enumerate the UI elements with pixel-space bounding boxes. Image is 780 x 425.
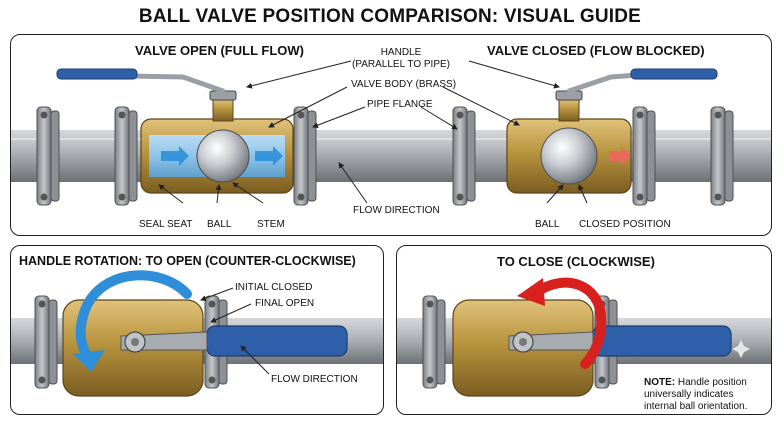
valve-body-text: VALVE BODY — [351, 79, 413, 90]
open-rotation-panel: HANDLE ROTATION: TO OPEN (COUNTER-CLOCKW… — [10, 245, 384, 415]
pipe-flange-icon — [452, 106, 734, 206]
closed-valve-icon — [506, 68, 718, 194]
valve-comparison-illustration — [11, 60, 771, 206]
valve-comparison-panel: VALVE OPEN (FULL FLOW) VALVE CLOSED (FLO… — [10, 34, 772, 236]
open-valve-icon — [56, 68, 294, 194]
initial-closed-label: INITIAL CLOSED — [235, 282, 313, 293]
ball-label: BALL — [207, 219, 232, 230]
final-open-label: FINAL OPEN — [255, 298, 315, 309]
valve-handle-icon — [592, 325, 732, 357]
flow-direction-label-2: FLOW DIRECTION — [271, 374, 358, 385]
note-body: Handle position universally indicates in… — [644, 377, 748, 412]
close-rotation-illustration — [397, 277, 771, 397]
open-rotation-header: HANDLE ROTATION: TO OPEN (COUNTER-CLOCKW… — [19, 254, 356, 268]
stem-label: STEM — [257, 219, 285, 230]
handle-sublabel: (PARALLEL TO PIPE) — [351, 59, 450, 70]
pipe-flange-icon — [36, 106, 317, 206]
valve-handle-icon — [206, 325, 348, 357]
counter-clockwise-arrow-icon — [75, 270, 192, 363]
open-rotation-illustration — [11, 270, 383, 397]
ball-label-closed: BALL — [535, 219, 560, 230]
page-title: BALL VALVE POSITION COMPARISON: VISUAL G… — [138, 6, 642, 27]
closed-position-label: CLOSED POSITION — [579, 219, 671, 230]
note-prefix: NOTE: — [644, 377, 676, 388]
note-text: NOTE: Handle position universally indica… — [644, 377, 769, 413]
seal-seat-label: SEAL SEAT — [139, 219, 193, 230]
pipe-flange-label: PIPE FLANGE — [367, 99, 433, 110]
clockwise-arrow-icon — [532, 277, 607, 369]
closed-valve-header: VALVE CLOSED (FLOW BLOCKED) — [487, 43, 705, 58]
sparkle-icon — [732, 340, 750, 358]
valve-body-label: VALVE BODY (BRASS) — [351, 79, 456, 90]
handle-label: HANDLE — [380, 47, 422, 58]
close-rotation-header: TO CLOSE (CLOCKWISE) — [497, 254, 655, 269]
open-valve-header: VALVE OPEN (FULL FLOW) — [135, 43, 304, 58]
valve-body-material: (BRASS) — [415, 79, 457, 90]
close-rotation-panel: TO CLOSE (CLOCKWISE) NOTE: Handle positi… — [396, 245, 772, 415]
flow-direction-label: FLOW DIRECTION — [353, 205, 440, 216]
